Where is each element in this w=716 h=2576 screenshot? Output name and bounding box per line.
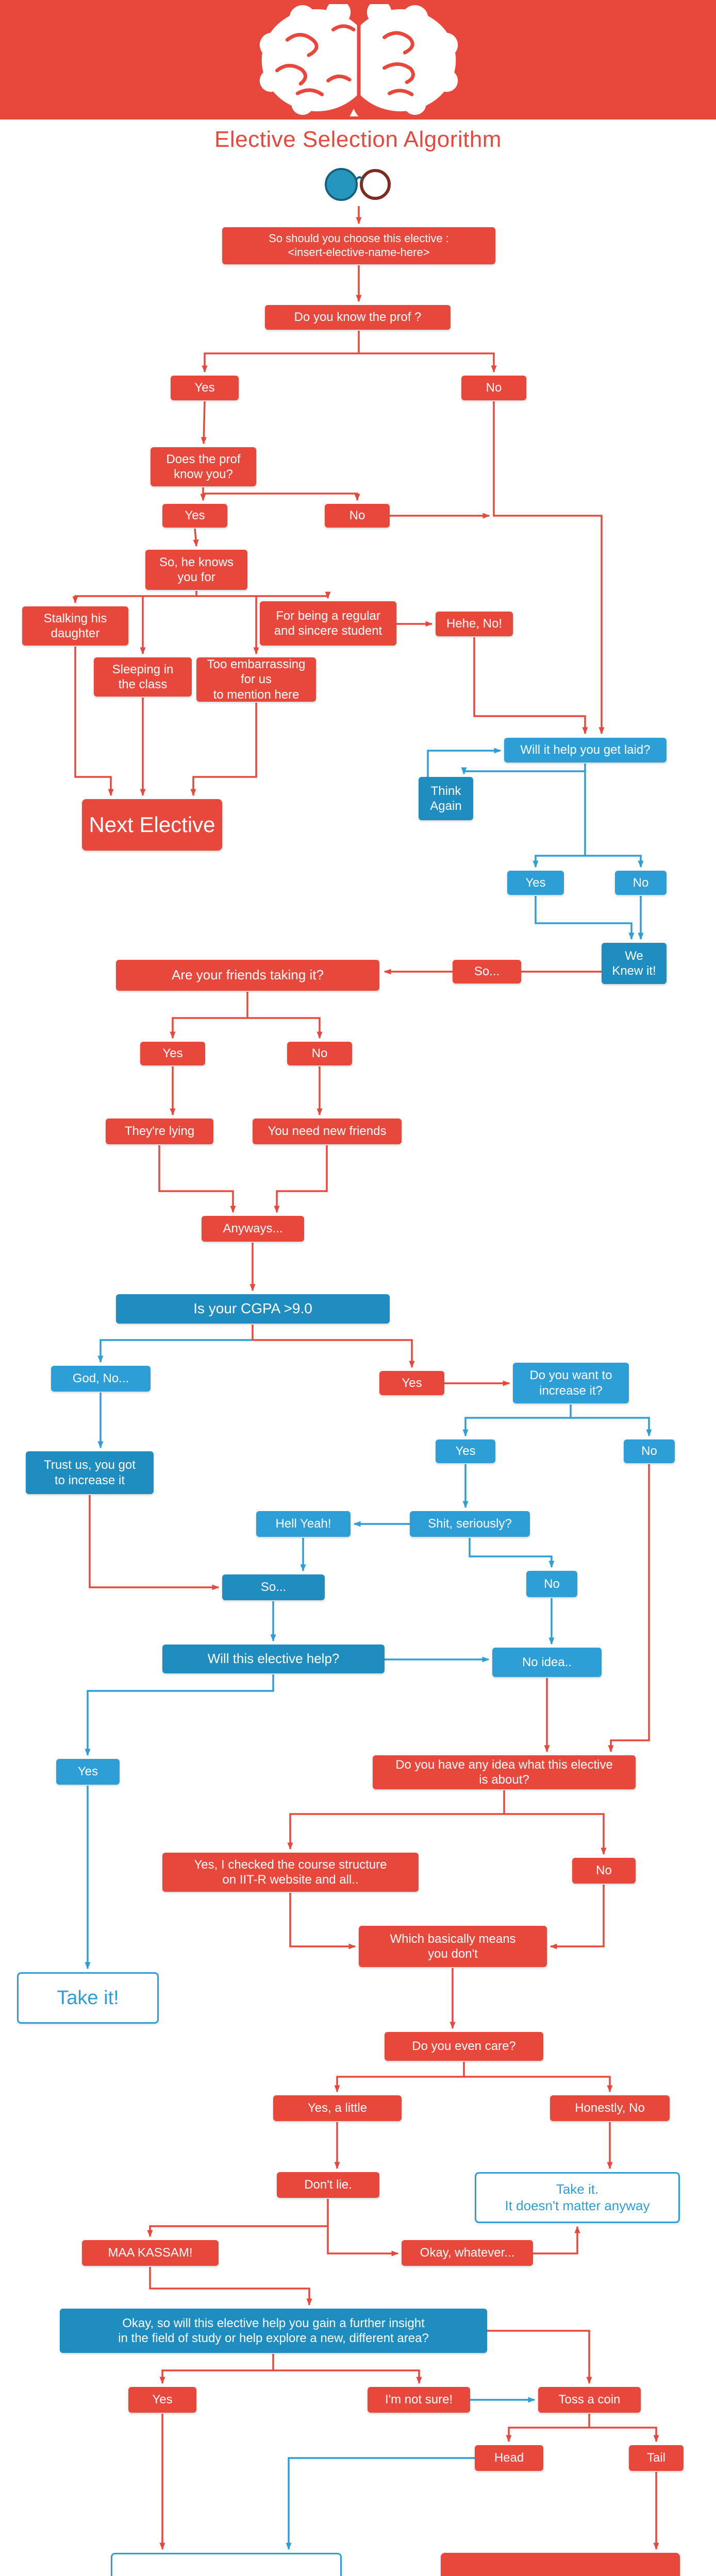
node-hell-yeah: Hell Yeah! (256, 1511, 351, 1537)
node-think-again: Think Again (419, 777, 473, 820)
node-yes-insight: Yes (128, 2387, 196, 2413)
node-trust-us-increase: Trust us, you got to increase it (26, 1451, 154, 1494)
node-yes-help: Yes (56, 1759, 120, 1785)
node-yes-know-prof: Yes (171, 376, 239, 400)
node-take-it-final: Take it! (111, 2553, 342, 2576)
node-no-laid: No (615, 871, 667, 895)
glasses-icon (325, 168, 391, 201)
node-hehe-no: Hehe, No! (436, 612, 513, 636)
node-need-new-friends: You need new friends (253, 1118, 402, 1144)
node-know-the-prof: Do you know the prof ? (265, 305, 451, 330)
node-so-red: So... (453, 960, 521, 984)
node-too-embarrassing: Too embarrassing for us to mention here (196, 657, 316, 702)
node-no-friends: No (287, 1042, 352, 1065)
node-sleeping-in-class: Sleeping in the class (94, 657, 192, 697)
brain-icon (259, 4, 458, 116)
node-no-prof-knows: No (325, 504, 390, 528)
node-theyre-lying: They're lying (106, 1118, 213, 1144)
node-friends-taking-it: Are your friends taking it? (116, 960, 379, 991)
node-yes-friends: Yes (140, 1042, 205, 1065)
node-which-basically-means: Which basically means you don't (359, 1926, 547, 1967)
node-yes-increase: Yes (436, 1439, 495, 1463)
node-no-know-prof: No (461, 376, 526, 400)
node-god-no: God, No... (51, 1366, 151, 1392)
node-so-blue: So... (222, 1574, 325, 1600)
node-take-it-left: Take it! (17, 1972, 159, 2024)
node-knows-you-for: So, he knows you for (145, 550, 247, 590)
node-any-idea-about: Do you have any idea what this elective … (373, 1755, 636, 1789)
node-do-you-even-care: Do you even care? (385, 2032, 543, 2061)
node-next-elective-top: Next Elective (82, 799, 222, 851)
node-dont-lie: Don't lie. (277, 2172, 379, 2198)
node-want-to-increase: Do you want to increase it? (513, 1363, 629, 1403)
node-regular-sincere: For being a regular and sincere student (260, 601, 396, 646)
node-shit-seriously: Shit, seriously? (410, 1511, 530, 1537)
node-honestly-no: Honestly, No (550, 2095, 670, 2121)
node-help-get-laid: Will it help you get laid? (504, 738, 667, 762)
node-no-idea-about: No (572, 1858, 636, 1884)
node-yes-cgpa: Yes (379, 1371, 444, 1395)
node-should-you-choose: So should you choose this elective : <in… (222, 227, 495, 264)
node-prof-know-you: Does the prof know you? (151, 447, 256, 486)
node-okay-whatever: Okay, whatever... (402, 2240, 533, 2266)
node-maa-kassam: MAA KASSAM! (82, 2240, 219, 2266)
node-we-knew-it: We Knew it! (602, 943, 667, 984)
header-banner (0, 0, 716, 120)
node-head: Head (475, 2445, 543, 2471)
node-tail: Tail (629, 2445, 684, 2471)
node-yes-laid: Yes (507, 871, 564, 895)
node-next-elective-final: Next Elective (441, 2553, 680, 2576)
node-cgpa-question: Is your CGPA >9.0 (116, 1294, 390, 1324)
node-anyways: Anyways... (202, 1216, 304, 1242)
node-no-seriously: No (526, 1571, 577, 1597)
node-checked-course-structure: Yes, I checked the course structure on I… (162, 1853, 419, 1892)
node-yes-a-little: Yes, a little (273, 2095, 402, 2121)
node-im-not-sure: I'm not sure! (368, 2387, 470, 2413)
node-toss-a-coin: Toss a coin (538, 2387, 641, 2413)
node-yes-prof-knows: Yes (162, 504, 227, 528)
node-stalking-daughter: Stalking his daughter (22, 606, 128, 646)
node-no-increase: No (624, 1439, 675, 1463)
node-no-idea: No idea.. (492, 1648, 602, 1677)
node-take-it-doesnt-matter: Take it. It doesn't matter anyway (475, 2172, 680, 2223)
page-title: Elective Selection Algorithm (214, 127, 502, 152)
node-will-elective-help: Will this elective help? (162, 1645, 385, 1673)
node-further-insight-question: Okay, so will this elective help you gai… (60, 2309, 487, 2353)
